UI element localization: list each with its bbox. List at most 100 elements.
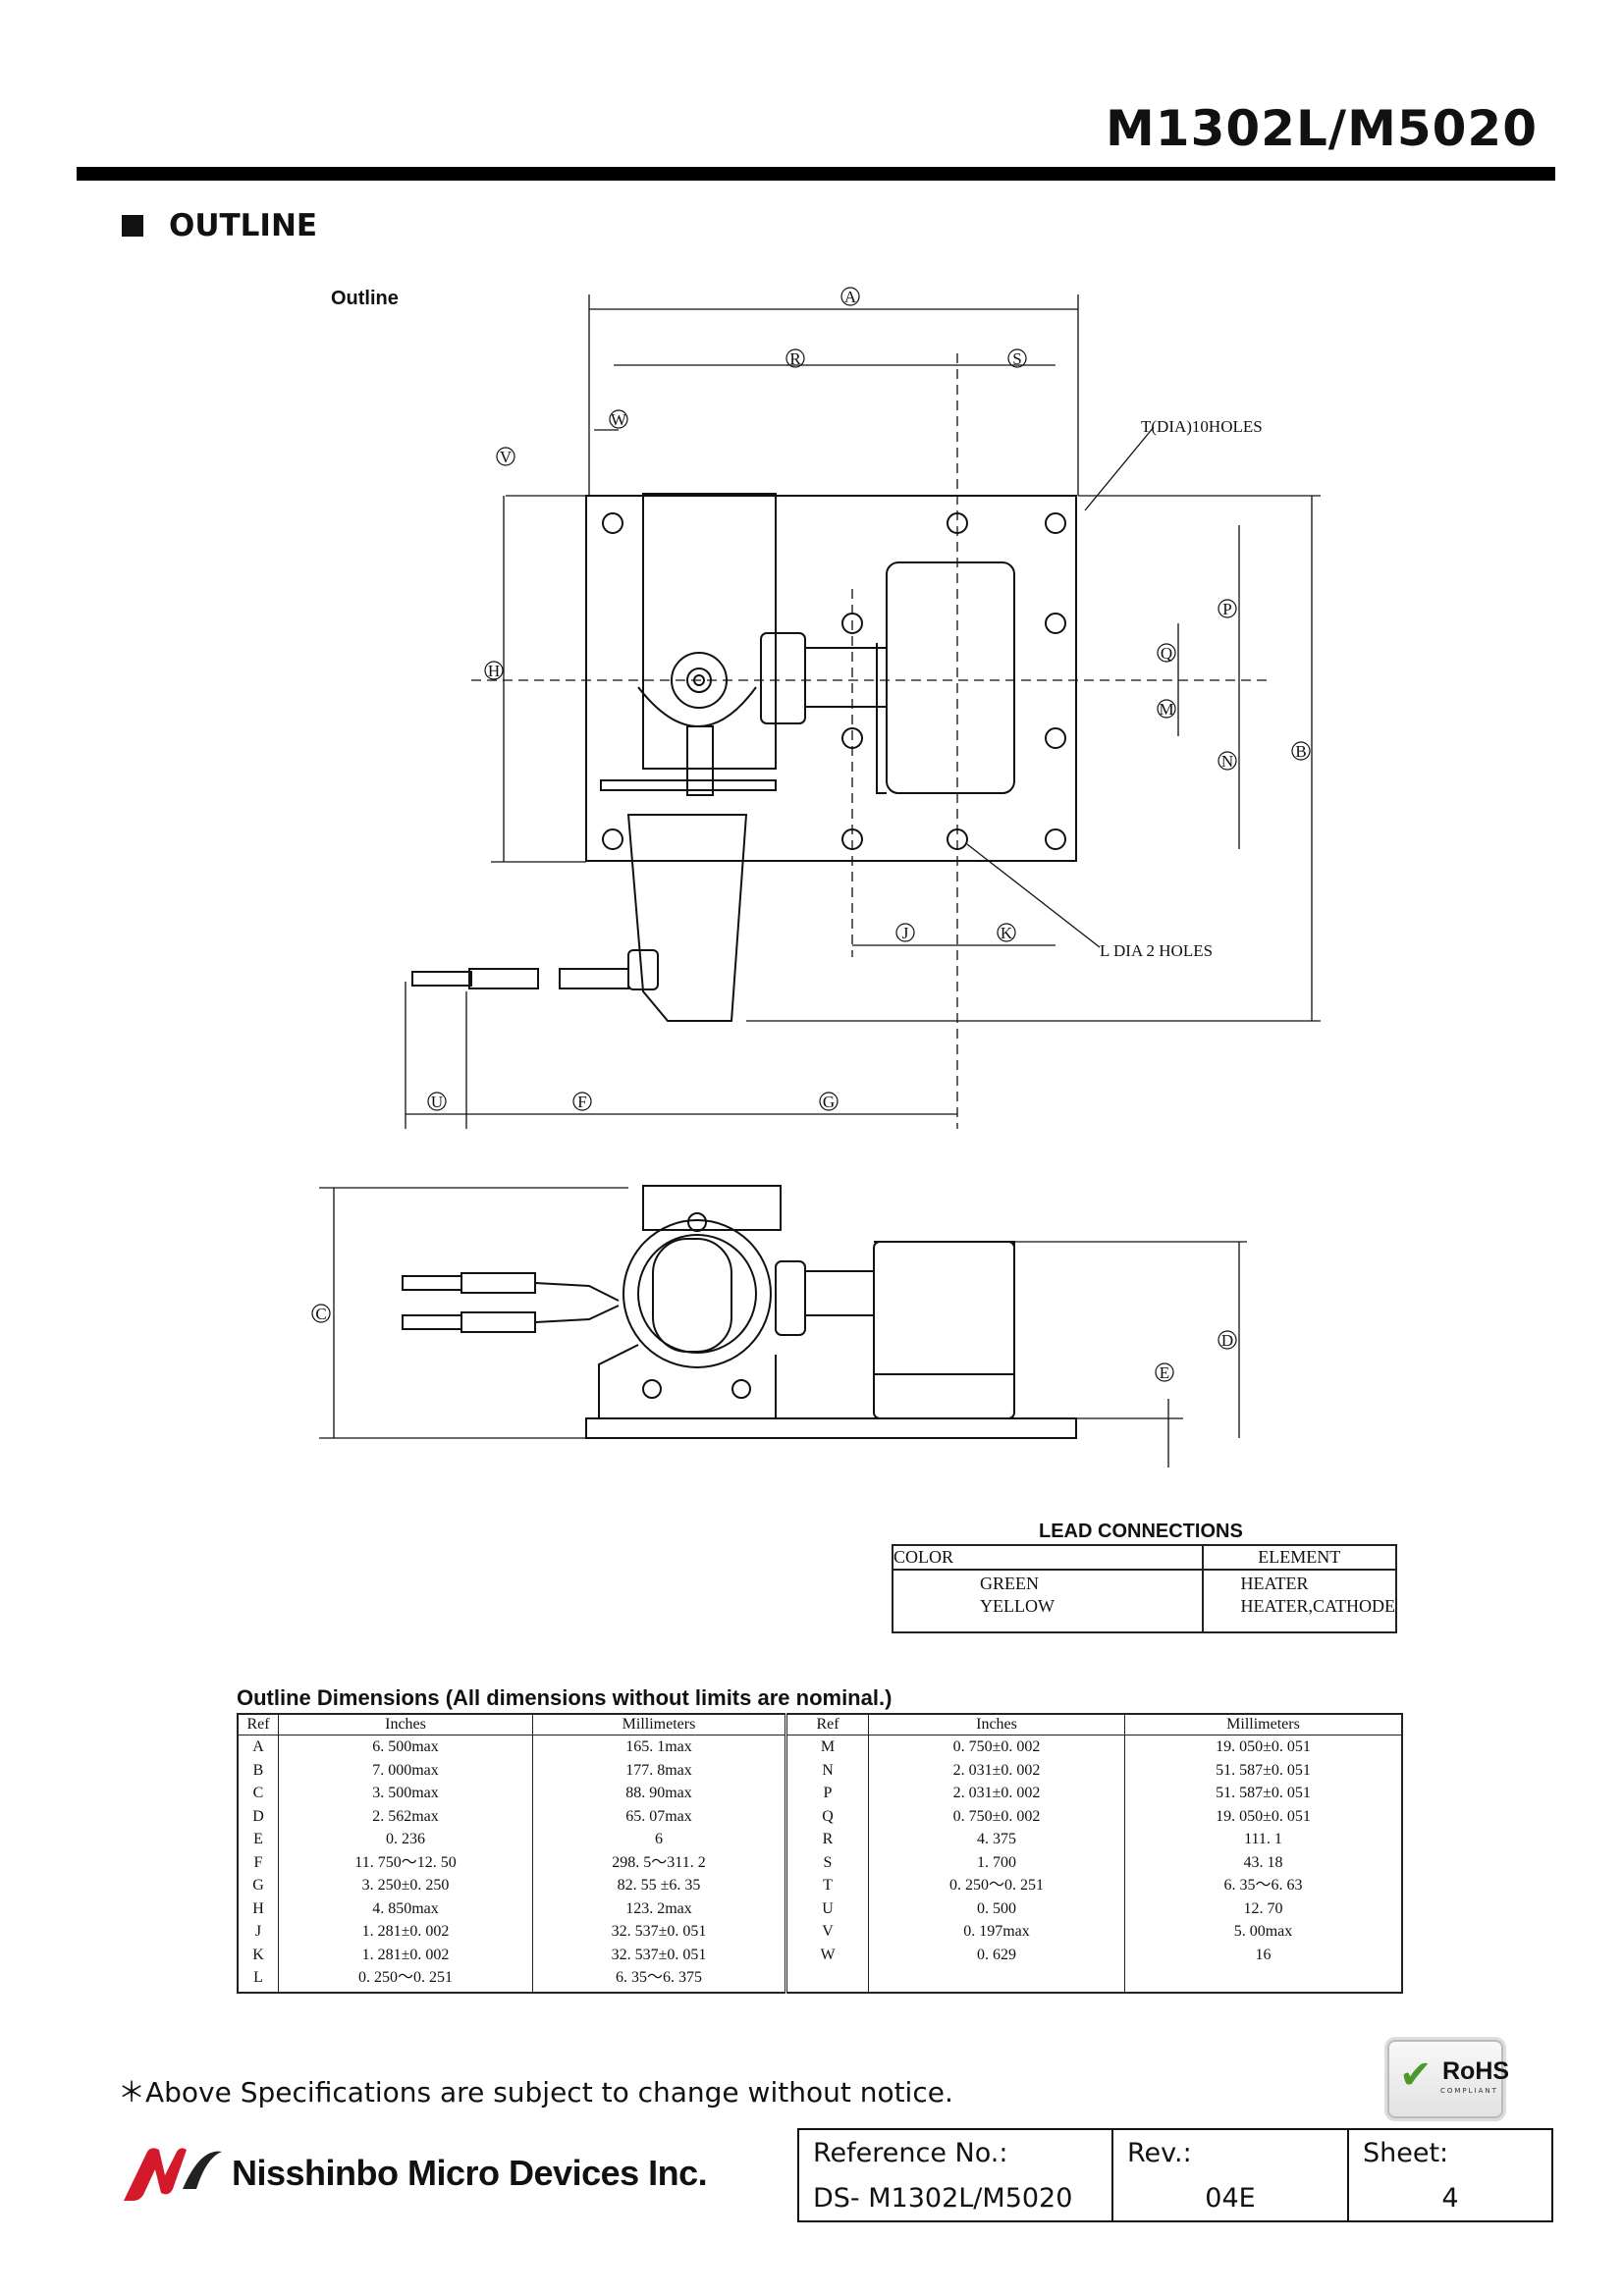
mm-cell: 82. 55 ±6. 35	[532, 1874, 787, 1897]
ref-cell: P	[785, 1782, 869, 1805]
rohs-sub: COMPLIANT	[1440, 2087, 1498, 2095]
company-name: Nisshinbo Micro Devices Inc.	[232, 2153, 708, 2193]
dim-letter: E	[1160, 1363, 1169, 1382]
dim-letter: G	[823, 1093, 835, 1111]
mm-cell: 6. 35～6. 375	[532, 1966, 787, 1993]
company-logo-icon	[124, 2148, 222, 2201]
inches-cell: 11. 750～12. 50	[278, 1850, 533, 1874]
dim-letter: A	[844, 288, 857, 306]
ref-cell: K	[238, 1943, 279, 1966]
ref-cell: T	[785, 1874, 869, 1897]
dim-letter: C	[315, 1305, 326, 1323]
section-heading: OUTLINE	[122, 208, 317, 243]
ref-cell: S	[785, 1850, 869, 1874]
lead-element: HEATER,CATHODE	[1240, 1596, 1396, 1616]
bullet-square-icon	[122, 215, 143, 237]
ref-cell: N	[785, 1758, 869, 1782]
inches-cell: 0. 750±0. 002	[868, 1735, 1125, 1759]
lead-color: GREEN	[980, 1574, 1039, 1593]
mm-cell: 43. 18	[1243, 1853, 1283, 1871]
check-icon: ✔	[1399, 2053, 1433, 2098]
inches-cell: 0. 629	[868, 1943, 1125, 1966]
inches-cell	[868, 1966, 1125, 1993]
lead-connections-title: LEAD CONNECTIONS	[1039, 1521, 1243, 1542]
col-header: Ref	[785, 1714, 869, 1735]
col-header-element: ELEMENT	[1202, 1545, 1396, 1571]
dim-letter: P	[1222, 600, 1231, 618]
inches-cell: 1. 700	[868, 1850, 1125, 1874]
document-title: M1302L/M5020	[1106, 100, 1538, 157]
inches-cell: 3. 250±0. 250	[278, 1874, 533, 1897]
mm-cell: 51. 587±0. 051	[1216, 1785, 1311, 1801]
notice-text: ＊Above Specifications are subject to cha…	[118, 2076, 953, 2109]
ref-cell: U	[785, 1896, 869, 1920]
magnet-box	[886, 561, 1015, 794]
dim-letter: W	[611, 410, 627, 429]
dim-letter: F	[577, 1093, 586, 1111]
mm-cell: 32. 537±0. 051	[532, 1920, 787, 1944]
ref-cell: E	[238, 1828, 279, 1851]
dim-letter: S	[1012, 349, 1021, 368]
inches-cell: 0. 500	[868, 1896, 1125, 1920]
inches-cell: 2. 562max	[278, 1804, 533, 1828]
inches-cell: 4. 850max	[278, 1896, 533, 1920]
ref-cell: D	[238, 1804, 279, 1828]
ref-cell: J	[238, 1920, 279, 1944]
mm-cell: 6	[532, 1828, 787, 1851]
revision-label: Rev.:	[1111, 2128, 1349, 2175]
drawing-label: Outline	[331, 288, 399, 309]
inches-cell: 7. 000max	[278, 1758, 533, 1782]
dim-letter: J	[902, 924, 909, 942]
lead-color: YELLOW	[980, 1596, 1055, 1616]
dimensions-title: Outline Dimensions (All dimensions witho…	[237, 1685, 893, 1710]
dim-letter: V	[500, 448, 513, 466]
dim-letter: N	[1221, 752, 1233, 771]
inches-cell: 0. 236	[278, 1828, 533, 1851]
ref-cell: C	[238, 1782, 279, 1805]
cathode-terminal	[652, 1238, 732, 1353]
ref-cell: G	[238, 1874, 279, 1897]
mm-cell: 123. 2max	[532, 1896, 787, 1920]
rohs-badge: ✔ RoHS COMPLIANT	[1387, 2040, 1509, 2118]
cooling-fins	[760, 632, 806, 724]
filter-box	[626, 814, 748, 1022]
mm-cell	[1125, 1966, 1403, 1993]
dim-letter: D	[1221, 1331, 1233, 1350]
mm-cell: 165. 1max	[532, 1735, 787, 1759]
rohs-text: RoHS	[1442, 2057, 1510, 2085]
inches-cell: 0. 750±0. 002	[868, 1804, 1125, 1828]
inches-cell: 6. 500max	[278, 1735, 533, 1759]
ref-cell: H	[238, 1896, 279, 1920]
ref-cell: V	[785, 1920, 869, 1944]
mm-cell: 177. 8max	[532, 1758, 787, 1782]
callout-holes-2: L DIA 2 HOLES	[1100, 941, 1213, 960]
mm-cell: 6. 35～6. 63	[1223, 1877, 1303, 1894]
outline-drawing: A R S W V H P Q M N B J K U F G C D E T(…	[311, 287, 1321, 1468]
sheet-label: Sheet:	[1347, 2128, 1553, 2175]
col-header-color: COLOR	[893, 1545, 1204, 1571]
inches-cell: 2. 031±0. 002	[868, 1782, 1125, 1805]
inches-cell: 4. 375	[868, 1828, 1125, 1851]
reference-value: DS- M1302L/M5020	[797, 2175, 1113, 2222]
title-rule	[77, 167, 1555, 181]
col-header: Inches	[278, 1714, 533, 1735]
dimension-letters: A R S W V H P Q M N B J K U F G C D E	[311, 287, 1311, 1382]
sheet-value: 4	[1347, 2175, 1553, 2222]
ref-cell	[785, 1966, 869, 1993]
inches-cell: 0. 250～0. 251	[868, 1874, 1125, 1897]
ref-cell: M	[785, 1735, 869, 1759]
dim-letter: M	[1159, 700, 1173, 719]
inches-cell: 0. 197max	[868, 1920, 1125, 1944]
reference-block: Reference No.: Rev.: Sheet: DS- M1302L/M…	[797, 2128, 1553, 2222]
reference-label: Reference No.:	[797, 2128, 1113, 2175]
col-header: Millimeters	[1124, 1714, 1402, 1735]
